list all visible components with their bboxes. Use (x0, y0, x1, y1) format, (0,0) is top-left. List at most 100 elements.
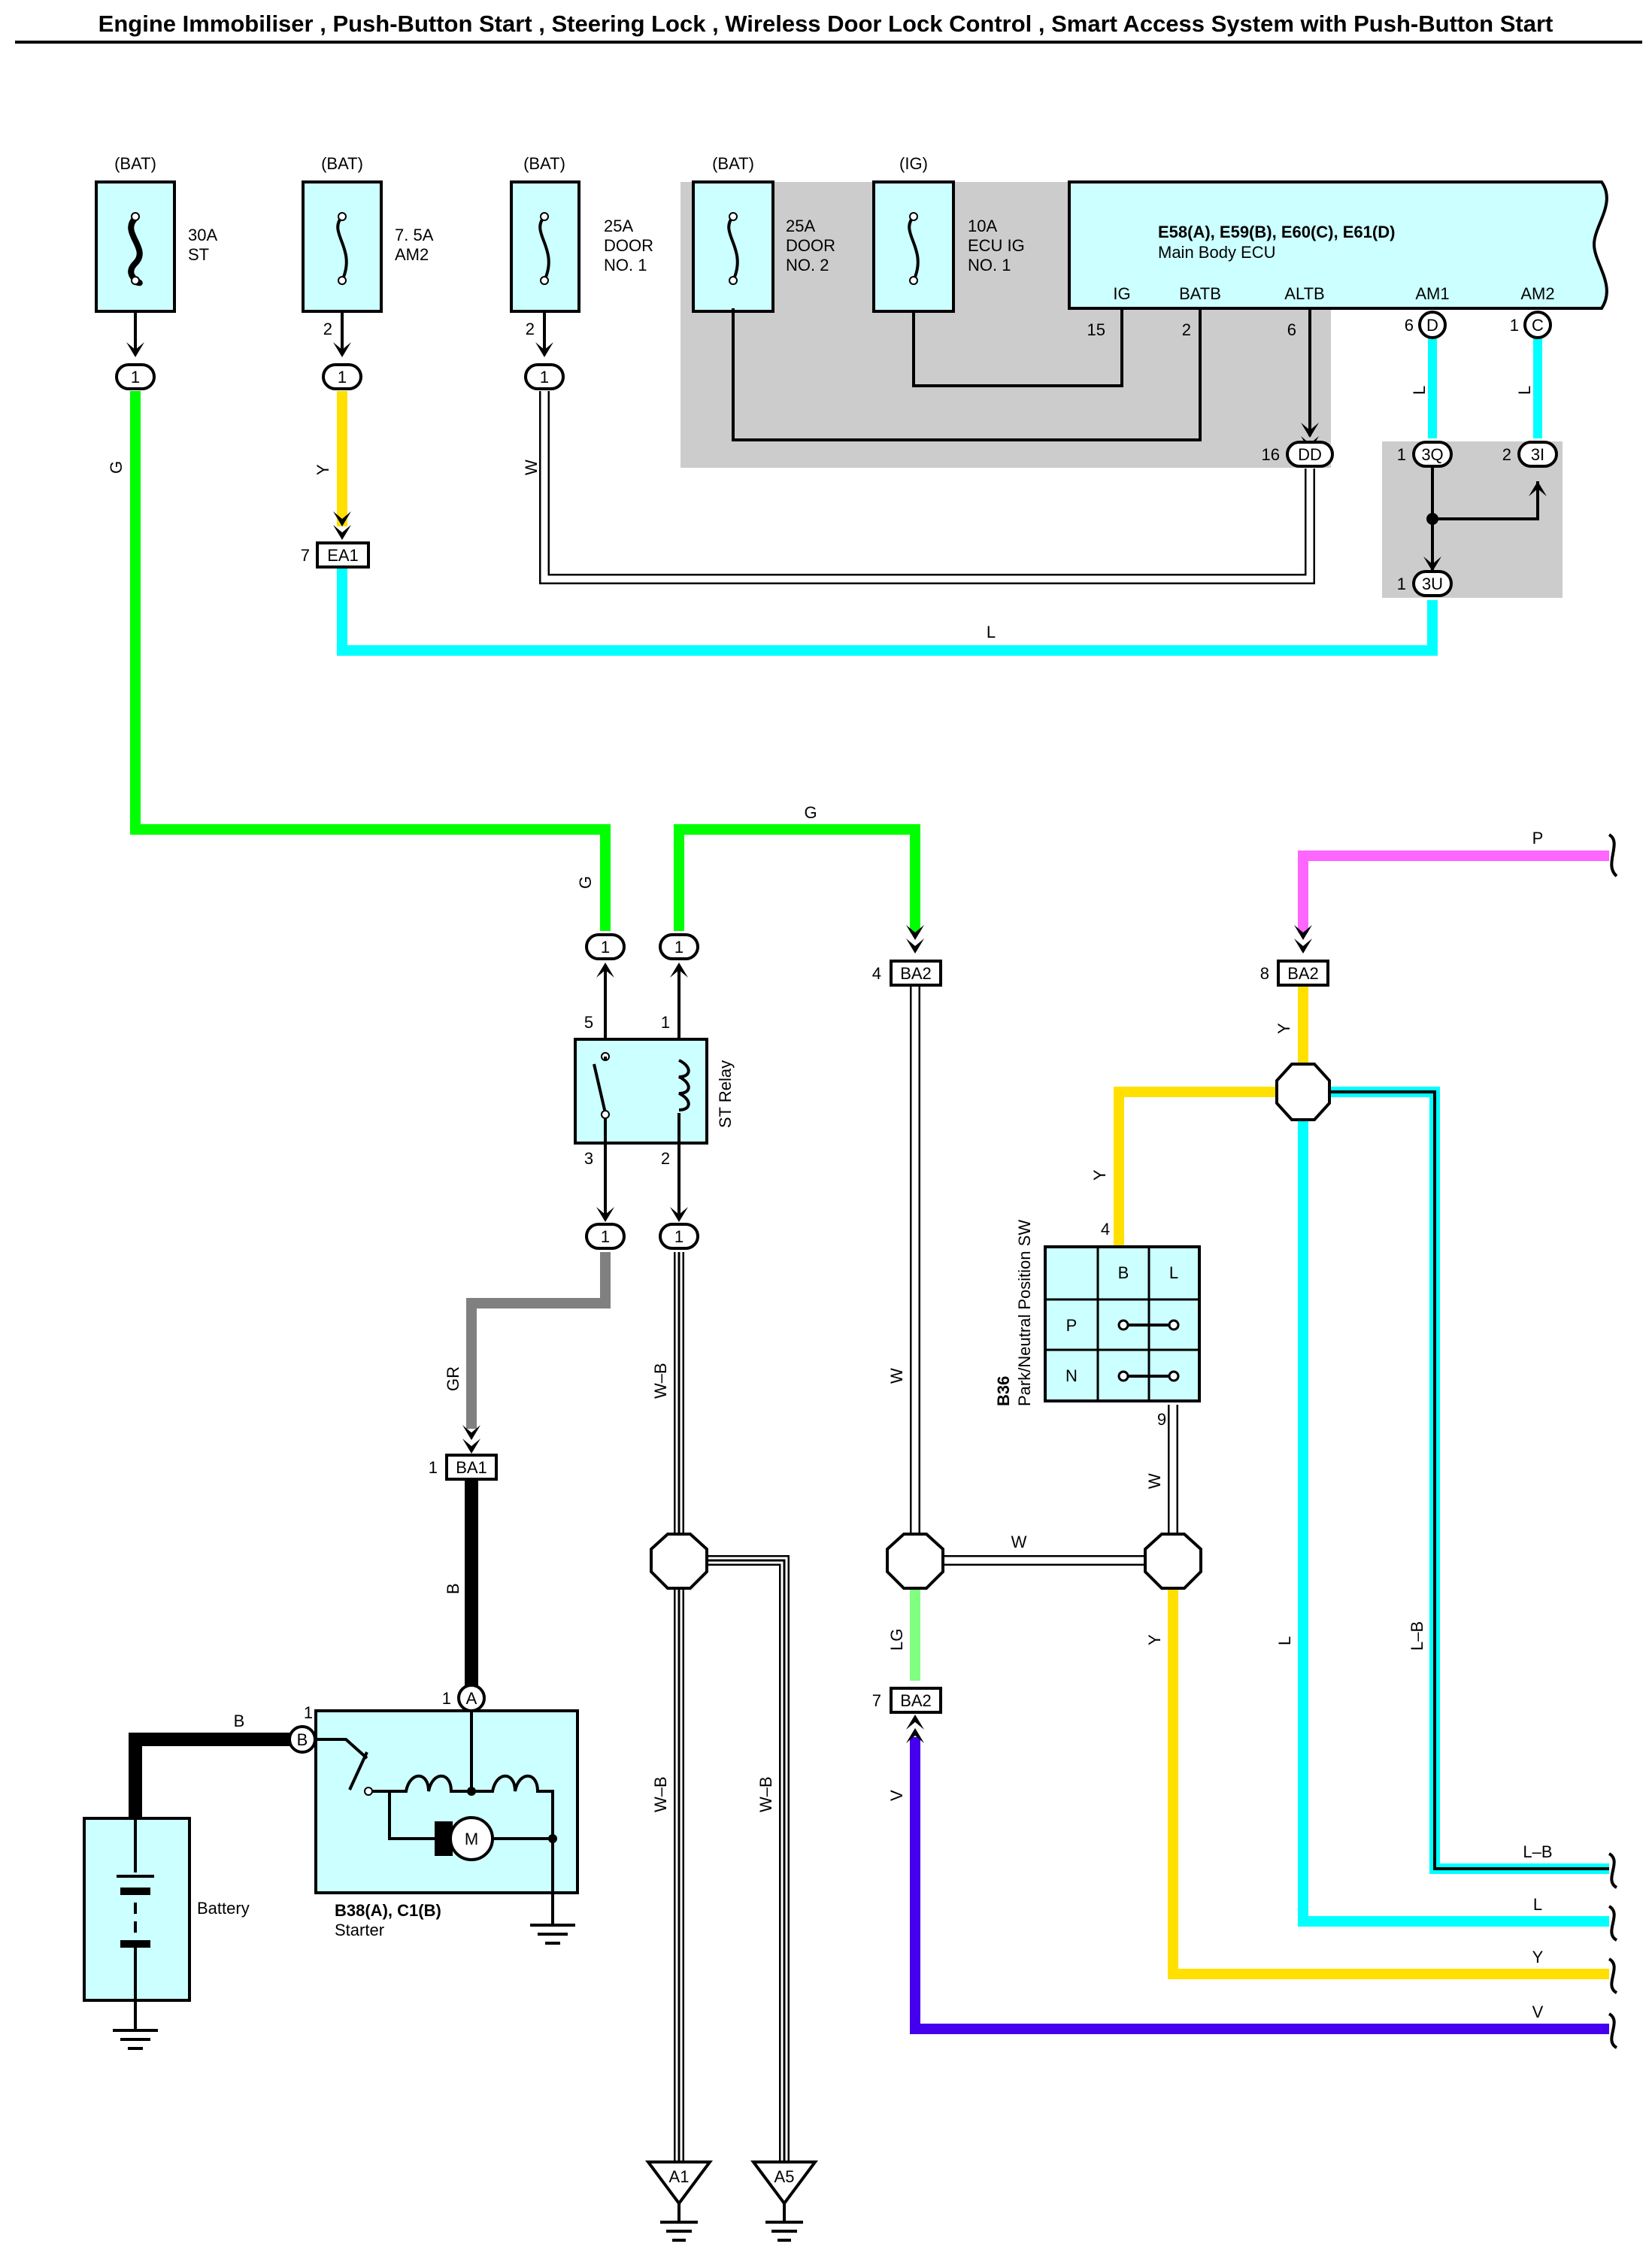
wire-label-l-right: L (1275, 1636, 1294, 1645)
svg-text:N: N (1065, 1366, 1078, 1385)
wire-label-w-1: W (522, 459, 541, 475)
wire-label-w-3: W (1011, 1533, 1027, 1551)
svg-text:10A: 10A (968, 217, 997, 235)
svg-text:A1: A1 (669, 2167, 690, 2186)
svg-text:E58(A), E59(B), E60(C), E61(D): E58(A), E59(B), E60(C), E61(D) (1158, 223, 1395, 241)
svg-text:Main Body ECU: Main Body ECU (1158, 243, 1276, 262)
svg-text:1: 1 (338, 368, 347, 387)
svg-text:D: D (1426, 316, 1438, 335)
svg-text:1: 1 (674, 1227, 684, 1246)
svg-text:C: C (1532, 316, 1544, 335)
wire-label-w-4: W (1145, 1473, 1164, 1489)
svg-text:ALTB: ALTB (1284, 284, 1324, 303)
wire-label-gr: GR (444, 1366, 462, 1391)
svg-text:NO. 1: NO. 1 (968, 256, 1011, 274)
wire-label-y-5: Y (1532, 1948, 1544, 1966)
svg-text:L: L (1169, 1263, 1178, 1282)
wire-lb (1328, 1087, 1609, 1874)
svg-text:1: 1 (1510, 316, 1519, 335)
wire-label-l-am2: L (1515, 386, 1534, 395)
svg-text:IG: IG (1113, 284, 1130, 303)
svg-text:NO. 1: NO. 1 (604, 256, 647, 274)
svg-text:P: P (1066, 1316, 1078, 1335)
battery: Battery (83, 1817, 250, 2050)
wire-label-wb-2: W–B (651, 1776, 670, 1812)
svg-text:2: 2 (661, 1149, 670, 1168)
svg-text:(BAT): (BAT) (114, 154, 156, 173)
wire-label-l-bottom: L (987, 623, 996, 641)
svg-text:BA2: BA2 (900, 1691, 932, 1710)
svg-text:1: 1 (442, 1689, 451, 1708)
fuse-7-5a-am2: (BAT) 7. 5A AM2 (302, 154, 434, 353)
svg-text:5: 5 (584, 1013, 593, 1032)
wire-label-v: V (887, 1790, 906, 1801)
wire-label-y-3: Y (1090, 1169, 1109, 1181)
fuse-10a-ecu-ig-no1: (IG) 10A ECU IG NO. 1 (872, 154, 1025, 313)
connector-ba2-top: BA2 4 (872, 925, 942, 987)
connector-1-fuse-st: 1 (115, 342, 156, 390)
svg-text:ST: ST (188, 245, 209, 264)
svg-text:1: 1 (601, 938, 610, 957)
svg-text:2: 2 (1182, 320, 1191, 339)
svg-text:1: 1 (601, 1227, 610, 1246)
wire-ecu-batb (732, 308, 1202, 441)
svg-text:ST Relay: ST Relay (716, 1060, 735, 1128)
fuse-25a-door-no1: (BAT) 25A DOOR NO. 1 (510, 154, 653, 353)
wire-l-right (1298, 1109, 1609, 1927)
wire-break-marks (1608, 833, 1618, 2049)
svg-text:1: 1 (540, 368, 549, 387)
wire-lb-stripe (1328, 1090, 1609, 1870)
page-title: Engine Immobiliser , Push-Button Start ,… (99, 11, 1553, 37)
svg-text:3I: 3I (1531, 445, 1544, 464)
svg-text:9: 9 (1157, 1410, 1166, 1429)
wire-p (1298, 851, 1609, 932)
wire-label-y-2: Y (1275, 1023, 1293, 1034)
connector-3q: 3Q 1 (1397, 441, 1453, 468)
svg-text:15: 15 (1087, 320, 1105, 339)
svg-text:25A: 25A (786, 217, 815, 235)
svg-text:AM1: AM1 (1415, 284, 1449, 303)
svg-text:B: B (297, 1730, 308, 1749)
svg-text:1: 1 (661, 1013, 670, 1032)
svg-text:25A: 25A (604, 217, 633, 235)
svg-text:4: 4 (872, 964, 881, 983)
wire-label-y-1: Y (314, 464, 332, 475)
svg-text:7: 7 (301, 546, 310, 565)
wire-l-bottom (337, 564, 1438, 656)
wire-label-b-2: B (234, 1712, 245, 1730)
wire-label-w-2: W (887, 1368, 906, 1384)
splice-w-right (1144, 1533, 1202, 1590)
connector-1-fuse-am2: 2 1 (322, 320, 362, 390)
wire-label-g-1: G (107, 461, 126, 474)
svg-text:AM2: AM2 (395, 245, 429, 264)
wire-label-g-2: G (576, 876, 595, 889)
wire-ecu-ig (912, 308, 1123, 387)
svg-text:6: 6 (1287, 320, 1296, 339)
starter: A 1 B 1 M B38(A), C1(B) Starter (288, 1684, 579, 1945)
ground-a5: A5 (750, 2160, 818, 2242)
svg-text:B38(A), C1(B): B38(A), C1(B) (335, 1901, 441, 1920)
svg-text:1: 1 (304, 1703, 313, 1722)
svg-text:1: 1 (1397, 445, 1406, 464)
wire-g-main (130, 391, 611, 931)
svg-text:A5: A5 (774, 2167, 795, 2186)
svg-text:Park/Neutral Position SW: Park/Neutral Position SW (1015, 1220, 1034, 1406)
splice-w-left (886, 1533, 944, 1590)
svg-text:2: 2 (526, 320, 535, 338)
connector-1-relay-out-left: 1 (585, 1207, 626, 1250)
ground-a1: A1 (645, 2160, 713, 2242)
wire-gr (466, 1252, 611, 1429)
svg-text:(BAT): (BAT) (321, 154, 363, 173)
svg-text:(IG): (IG) (899, 154, 928, 173)
splice-y-top (1275, 1063, 1331, 1121)
svg-text:EA1: EA1 (327, 546, 359, 565)
wire-label-wb-3: W–B (756, 1776, 775, 1812)
svg-text:2: 2 (1502, 445, 1511, 464)
svg-text:1: 1 (131, 368, 140, 387)
wire-label-v-2: V (1532, 2003, 1544, 2021)
svg-text:4: 4 (1101, 1220, 1110, 1239)
svg-text:NO. 2: NO. 2 (786, 256, 829, 274)
wire-label-y-4: Y (1145, 1634, 1164, 1645)
svg-text:8: 8 (1260, 964, 1269, 983)
